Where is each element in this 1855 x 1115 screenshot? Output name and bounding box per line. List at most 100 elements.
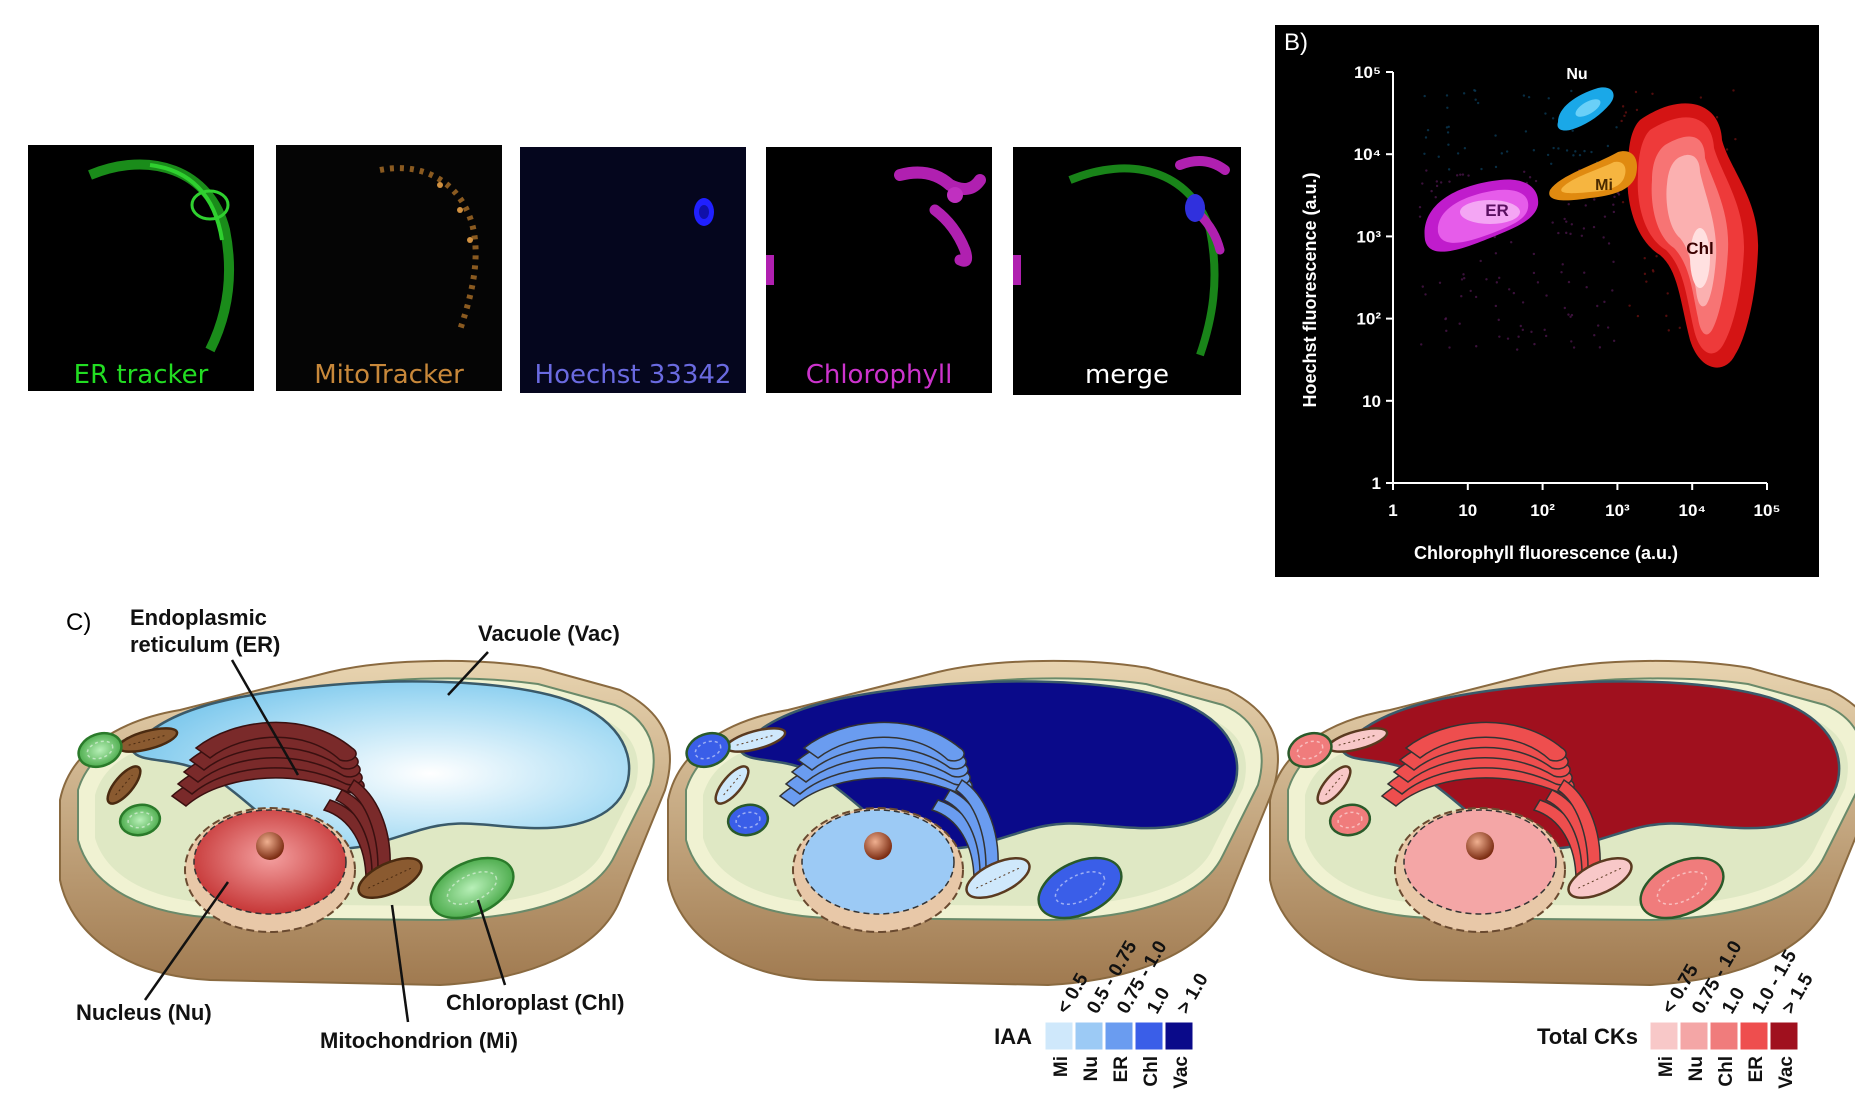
event-dot xyxy=(1460,278,1464,281)
x-axis-title: Chlorophyll fluorescence (a.u.) xyxy=(1414,543,1678,563)
event-dot xyxy=(1570,223,1574,226)
event-dot xyxy=(1598,346,1602,349)
channel-label-mitotracker: MitoTracker xyxy=(314,360,464,390)
event-dot xyxy=(1485,278,1488,281)
label-chloroplast: Chloroplast (Chl) xyxy=(446,990,624,1015)
event-dot xyxy=(1725,148,1729,151)
event-dot xyxy=(1552,146,1555,150)
event-dot xyxy=(1651,92,1654,95)
y-axis-title: Hoechst fluorescence (a.u.) xyxy=(1300,172,1320,407)
nucleus xyxy=(193,809,347,915)
event-dot xyxy=(1462,273,1465,276)
mitochondrion-crista xyxy=(1325,774,1343,796)
x-tick-label: 1 xyxy=(1388,501,1397,520)
panel-b-label: B) xyxy=(1284,29,1308,56)
event-dot xyxy=(1569,315,1572,319)
er-cisterna xyxy=(802,721,965,762)
event-dot xyxy=(1606,144,1610,148)
legend-organelle-label: Mi xyxy=(1051,1056,1072,1077)
population-nu-core xyxy=(1575,99,1601,117)
chloroplast-thylakoid xyxy=(1656,871,1708,905)
event-dot xyxy=(1636,314,1640,318)
er-cisterna xyxy=(1404,721,1567,762)
population-label-mi: Mi xyxy=(1595,177,1613,194)
image-er-tracker: ER tracker xyxy=(28,145,254,391)
legend-organelle-label: Nu xyxy=(1081,1056,1102,1081)
event-dot xyxy=(1732,89,1735,92)
event-dot xyxy=(1498,335,1501,338)
event-dot xyxy=(1603,300,1606,304)
event-dot xyxy=(1699,96,1703,99)
event-dot xyxy=(1500,152,1504,155)
legend-swatch xyxy=(1044,1021,1074,1051)
event-dot xyxy=(1665,314,1668,318)
chloroplast xyxy=(726,803,770,837)
nucleus xyxy=(1403,809,1557,915)
legend-swatch xyxy=(1739,1021,1769,1051)
legend-organelle-label: Chl xyxy=(1716,1056,1737,1087)
event-dot xyxy=(1456,152,1460,155)
chloroplast xyxy=(685,731,731,769)
event-dot xyxy=(1666,292,1669,295)
nucleus xyxy=(801,809,955,915)
event-dot xyxy=(1602,236,1605,239)
event-dot xyxy=(1667,329,1670,332)
event-dot xyxy=(1536,281,1540,284)
legend-organelle-label: Vac xyxy=(1171,1056,1192,1089)
event-dot xyxy=(1461,173,1465,176)
event-dot xyxy=(1476,101,1480,105)
channel-label-chlorophyll: Chlorophyll xyxy=(806,360,953,390)
event-dot xyxy=(1438,281,1442,285)
population-mi-inner xyxy=(1561,161,1626,194)
mitochondrion-crista xyxy=(128,734,168,746)
event-dot xyxy=(1645,280,1648,283)
chloroplast-thylakoid xyxy=(1337,811,1363,829)
label-er-line2: reticulum (ER) xyxy=(130,632,280,657)
event-dot xyxy=(1583,271,1586,274)
panel-c: C) Endoplasmic reticulum (ER) Vacuole (V… xyxy=(59,605,1855,1089)
mitochondrion-crista xyxy=(115,774,133,796)
label-mitochondrion: Mitochondrion (Mi) xyxy=(320,1028,518,1053)
event-dot xyxy=(1445,94,1449,97)
event-dot xyxy=(1569,232,1572,236)
event-dot xyxy=(1603,215,1607,218)
event-dot xyxy=(1494,165,1498,169)
event-dot xyxy=(1570,89,1573,93)
event-dot xyxy=(1593,198,1596,201)
legend-swatch xyxy=(1769,1021,1799,1051)
mitochondrion-crista xyxy=(736,734,776,746)
event-dot xyxy=(1462,92,1466,95)
event-dot xyxy=(1498,276,1501,280)
legend-swatch xyxy=(1164,1021,1194,1051)
event-dot xyxy=(1463,147,1467,150)
event-dot xyxy=(1517,335,1520,338)
event-dot xyxy=(1570,340,1573,343)
panel-a: A) ER tracker MitoTracker Hoechst 33342 xyxy=(28,145,1241,395)
event-dot xyxy=(1421,285,1424,288)
panel-c-label: C) xyxy=(66,609,91,636)
population-er-core xyxy=(1460,200,1520,224)
x-tick-label: 10 xyxy=(1458,501,1477,520)
chloroplast xyxy=(77,731,123,769)
event-dot xyxy=(1578,153,1582,157)
event-dot xyxy=(1620,119,1623,123)
schematic-annotations: Endoplasmic reticulum (ER) Vacuole (Vac)… xyxy=(76,605,624,1053)
event-dot xyxy=(1583,149,1586,153)
channel-label-er-tracker: ER tracker xyxy=(74,360,209,390)
image-chlorophyll: Chlorophyll xyxy=(766,147,992,393)
event-dot xyxy=(1612,210,1616,214)
legend-range-label: 1.0 xyxy=(1143,984,1174,1017)
event-dot xyxy=(1445,329,1448,333)
event-dot xyxy=(1424,136,1428,139)
event-dot xyxy=(1734,137,1737,141)
mitochondrion-crista xyxy=(723,774,741,796)
mitochondrion xyxy=(1567,856,1633,900)
event-dot xyxy=(1524,130,1528,133)
event-dot xyxy=(1521,301,1525,304)
event-dot xyxy=(1606,326,1610,329)
event-dot xyxy=(1571,129,1574,132)
event-dot xyxy=(1560,271,1563,274)
event-dot xyxy=(1439,181,1443,184)
